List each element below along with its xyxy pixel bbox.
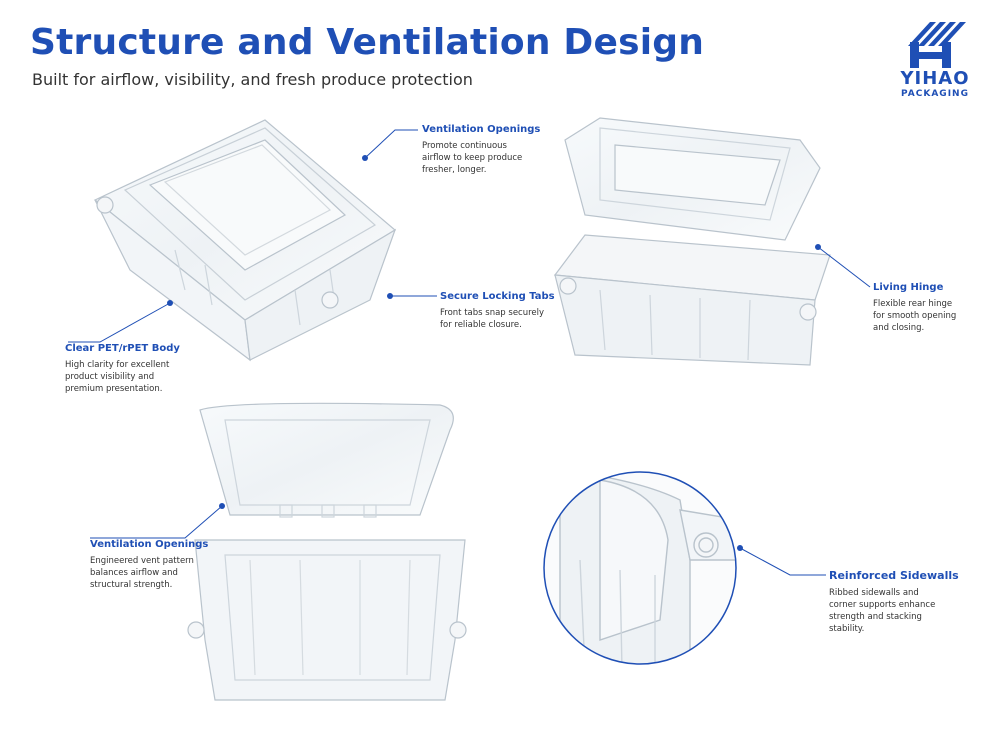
callout-body: High clarity for excellent product visib… [65,360,170,394]
logo-subtitle: PACKAGING [901,89,969,99]
callout-body: Front tabs snap securely for reliable cl… [440,308,545,330]
callout-reinforced-sidewalls: Reinforced Sidewalls Ribbed sidewalls an… [829,569,989,635]
callout-living-hinge: Living Hinge Flexible rear hinge for smo… [873,282,988,334]
callout-title: Ventilation Openings [90,539,209,550]
yihao-logo-icon [908,22,966,68]
callout-title: Ventilation Openings [422,124,541,135]
open-container-hinge [553,117,831,366]
callout-ventilation-openings-top: Ventilation Openings Promote continuous … [422,124,572,176]
callout-dots [167,155,821,551]
callout-secure-locking-tabs: Secure Locking Tabs Front tabs snap secu… [440,291,590,331]
open-container-front [187,402,467,701]
callout-leaders [68,129,871,576]
page-title: Structure and Ventilation Design [30,22,705,63]
logo-name: YIHAO [900,68,970,89]
callout-title: Secure Locking Tabs [440,291,555,302]
callout-title: Reinforced Sidewalls [829,569,959,582]
callout-body: Promote continuous airflow to keep produ… [422,141,523,175]
callout-body: Engineered vent pattern balances airflow… [90,556,194,590]
callout-body: Flexible rear hinge for smooth opening a… [873,299,957,333]
callout-title: Living Hinge [873,282,944,293]
closed-container [93,119,397,362]
callout-ventilation-openings-bottom: Ventilation Openings Engineered vent pat… [90,539,240,591]
callout-clear-body: Clear PET/rPET Body High clarity for exc… [65,343,215,395]
page-subtitle: Built for airflow, visibility, and fresh… [32,70,473,89]
callout-body: Ribbed sidewalls and corner supports enh… [829,588,936,634]
zoom-detail-sidewall [543,471,737,665]
callout-title: Clear PET/rPET Body [65,343,180,354]
